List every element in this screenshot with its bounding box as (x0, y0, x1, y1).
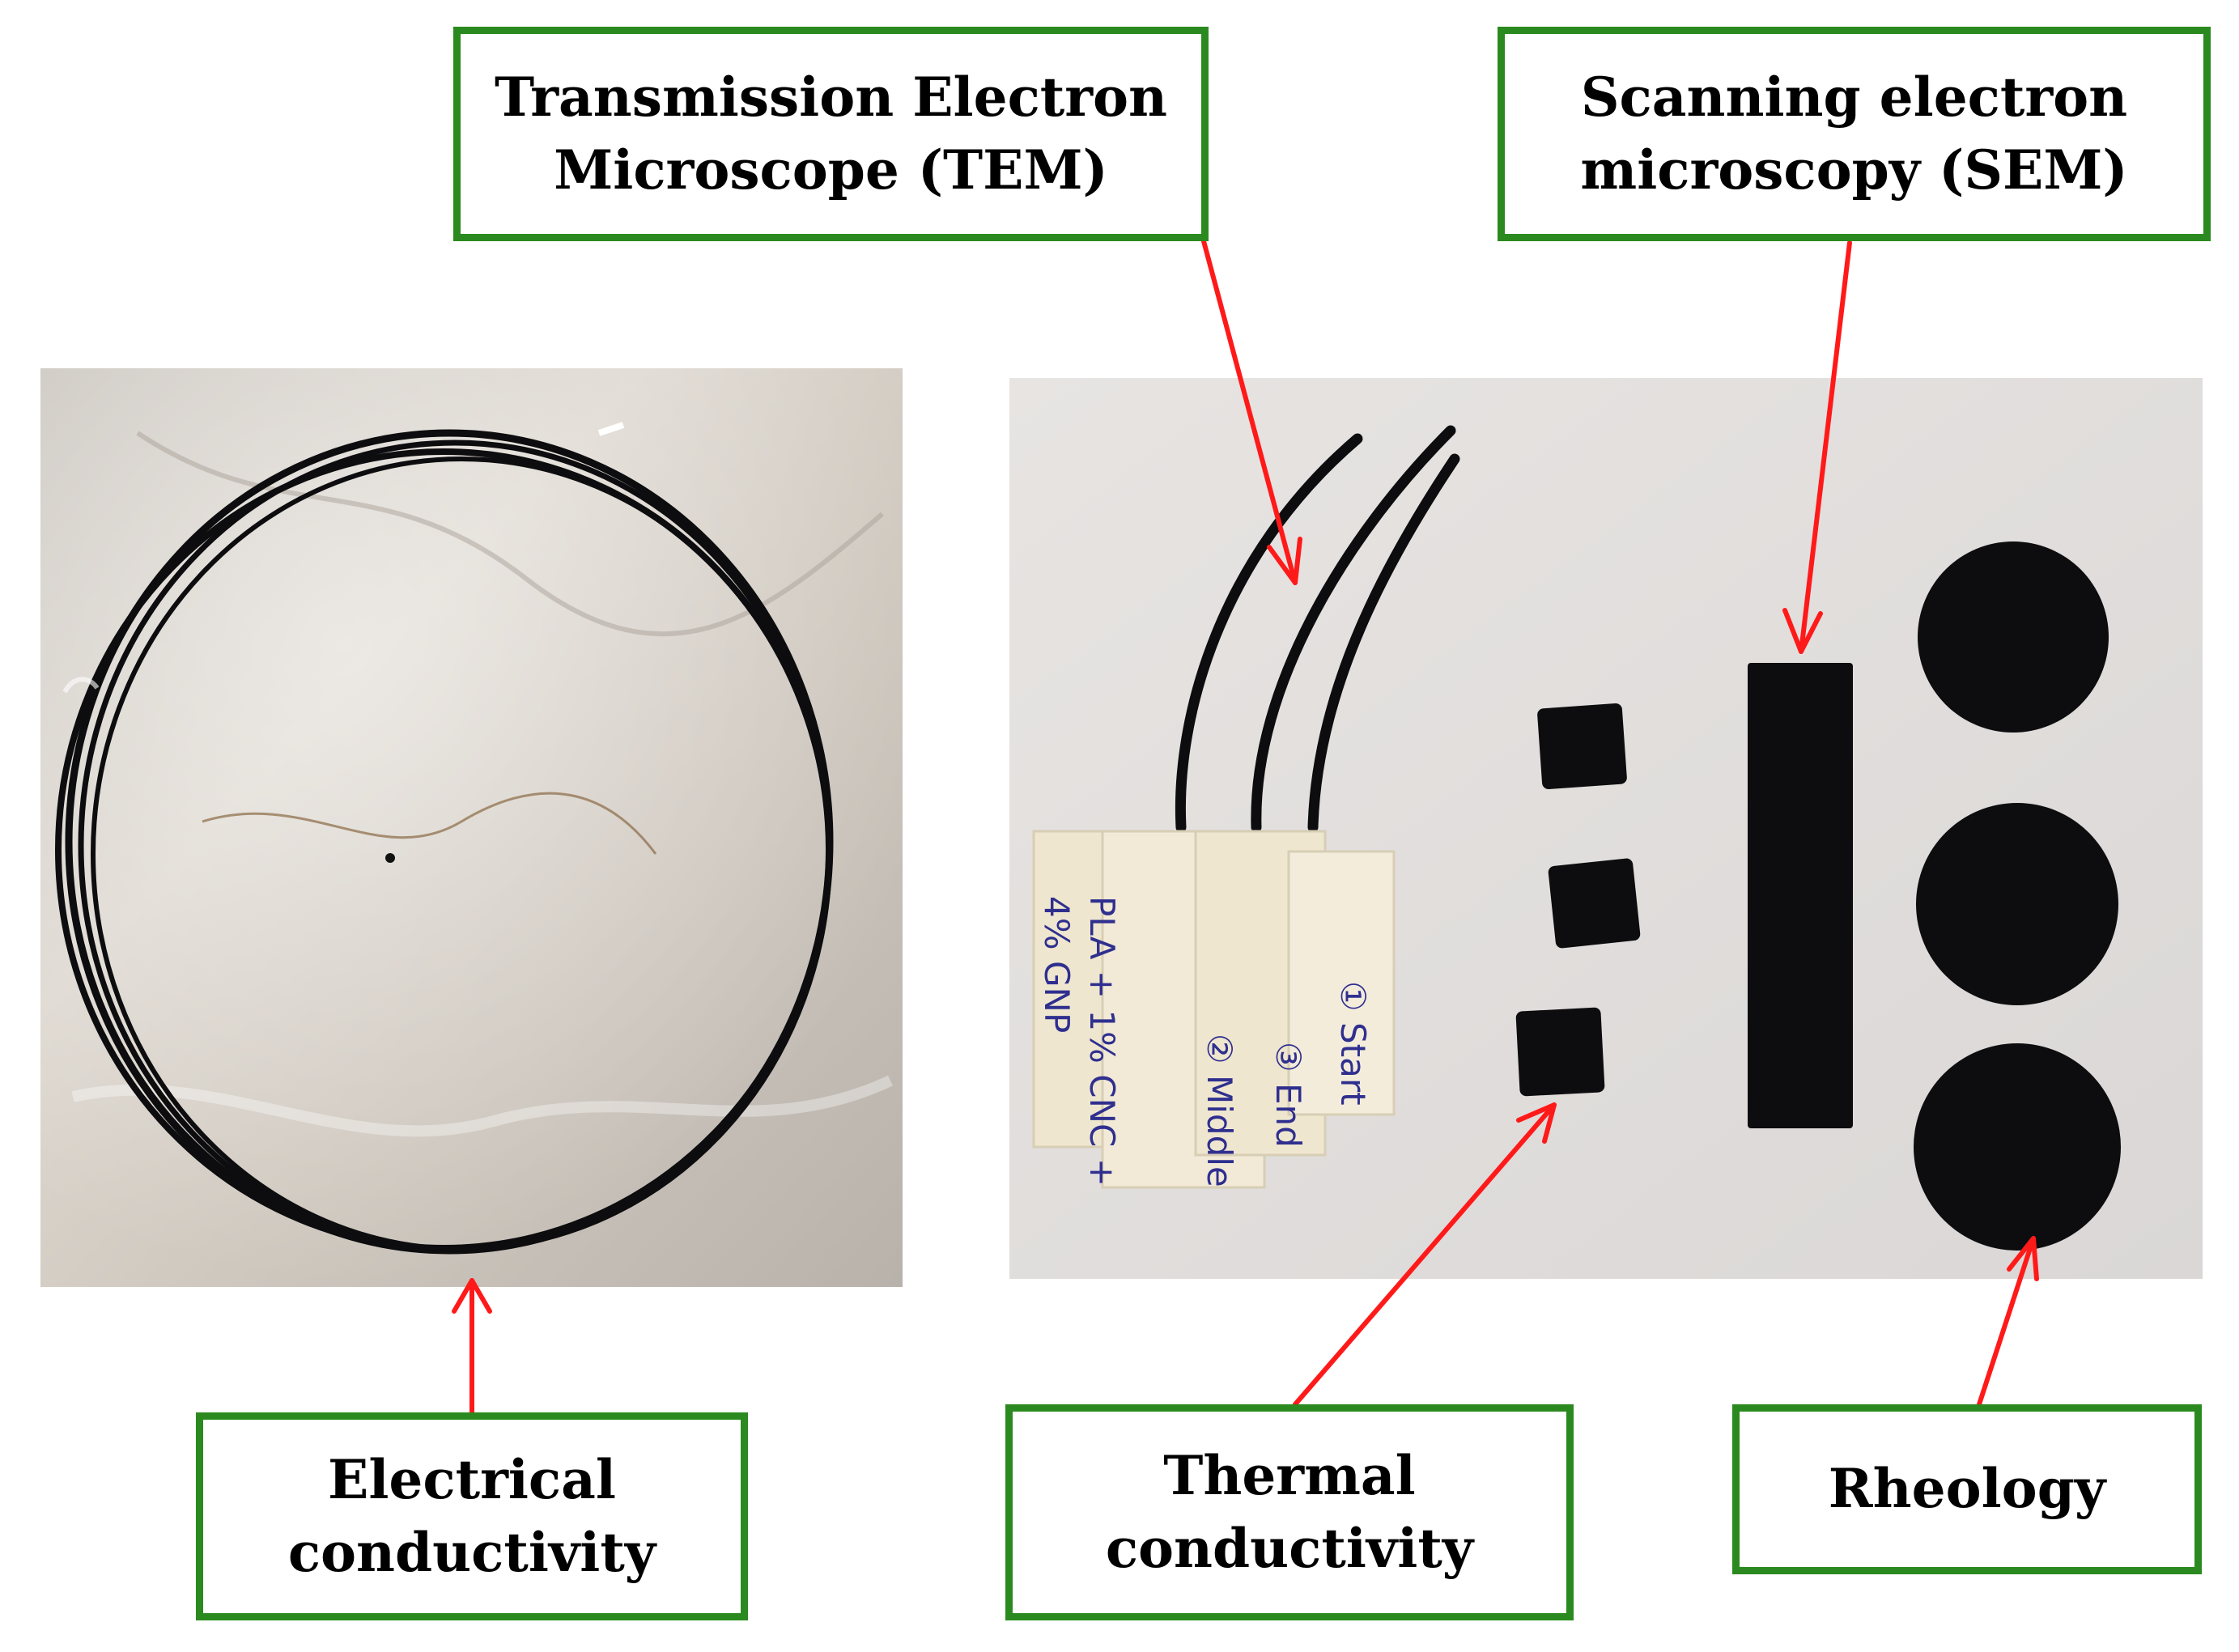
filament-strands (1175, 425, 1460, 833)
label-electrical-line2: conductivity (287, 1520, 656, 1584)
handwritten-note-composition: PLA + 1% CNC + 4% GNP (1037, 896, 1122, 1197)
filament-coil-photo (40, 368, 903, 1287)
label-tem-line2: Microscope (TEM) (554, 138, 1108, 202)
label-tem-line1: Transmission Electron (494, 66, 1168, 130)
handwritten-note-end: ③ End (1268, 1042, 1308, 1148)
label-tem: Transmission Electron Microscope (TEM) (453, 27, 1209, 241)
label-sem-line1: Scanning electron (1580, 66, 2128, 130)
coil-loops (55, 429, 834, 1255)
rectangular-bar-sample (1748, 663, 1853, 1128)
label-electrical-conductivity: Electrical conductivity (196, 1412, 748, 1620)
handwritten-note-middle: ② Middle (1200, 1034, 1239, 1187)
arrow-rheology (1977, 1236, 2039, 1407)
label-thermal-conductivity: Thermal conductivity (1005, 1404, 1574, 1620)
arrow-sem (1782, 240, 1852, 654)
label-sem-line2: microscopy (SEM) (1580, 138, 2128, 202)
paper-tags (1032, 830, 1396, 1189)
filament-coil-illustration (40, 368, 903, 1287)
label-electrical-line1: Electrical (328, 1448, 616, 1512)
arrow-thermal (1293, 1102, 1557, 1407)
handwritten-note-start: ① Start (1333, 981, 1373, 1106)
cube-samples (1515, 703, 1641, 1097)
samples-photo: PLA + 1% CNC + 4% GNP ② Middle ③ End ① S… (1009, 378, 2203, 1279)
label-thermal-line1: Thermal (1163, 1444, 1416, 1508)
label-rheology: Rheology (1732, 1404, 2202, 1574)
label-thermal-line2: conductivity (1105, 1516, 1474, 1580)
label-sem: Scanning electron microscopy (SEM) (1498, 27, 2211, 241)
disc-samples (1914, 541, 2121, 1251)
arrow-tem (1201, 239, 1302, 585)
arrow-electrical (452, 1278, 492, 1417)
label-rheology-line1: Rheology (1828, 1457, 2106, 1521)
samples-illustration: PLA + 1% CNC + 4% GNP ② Middle ③ End ① S… (1009, 378, 2203, 1279)
